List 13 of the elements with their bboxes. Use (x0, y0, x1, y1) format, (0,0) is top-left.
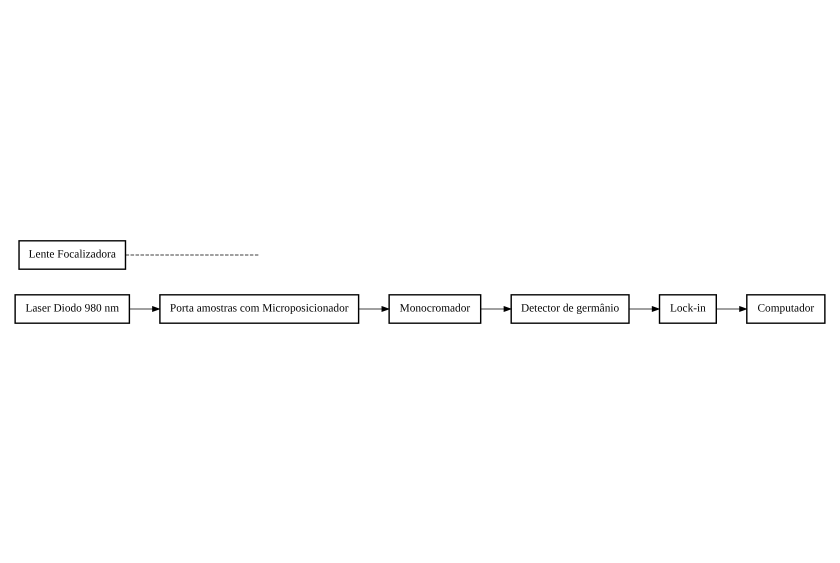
node-box: Lente Focalizadora (18, 240, 126, 270)
node-box: Porta amostras com Microposicionador (159, 294, 360, 324)
arrow (358, 305, 390, 312)
arrow (480, 305, 512, 312)
arrow (629, 305, 660, 312)
node-box: Lock-in (658, 294, 717, 324)
arrow (129, 305, 161, 312)
node-box: Laser Diodo 980 nm (14, 294, 130, 324)
node-box: Computador (746, 294, 826, 324)
node-box: Detector de germânio (510, 294, 630, 324)
node-box: Monocromador (388, 294, 482, 324)
arrow (716, 305, 748, 312)
connector (125, 254, 260, 255)
